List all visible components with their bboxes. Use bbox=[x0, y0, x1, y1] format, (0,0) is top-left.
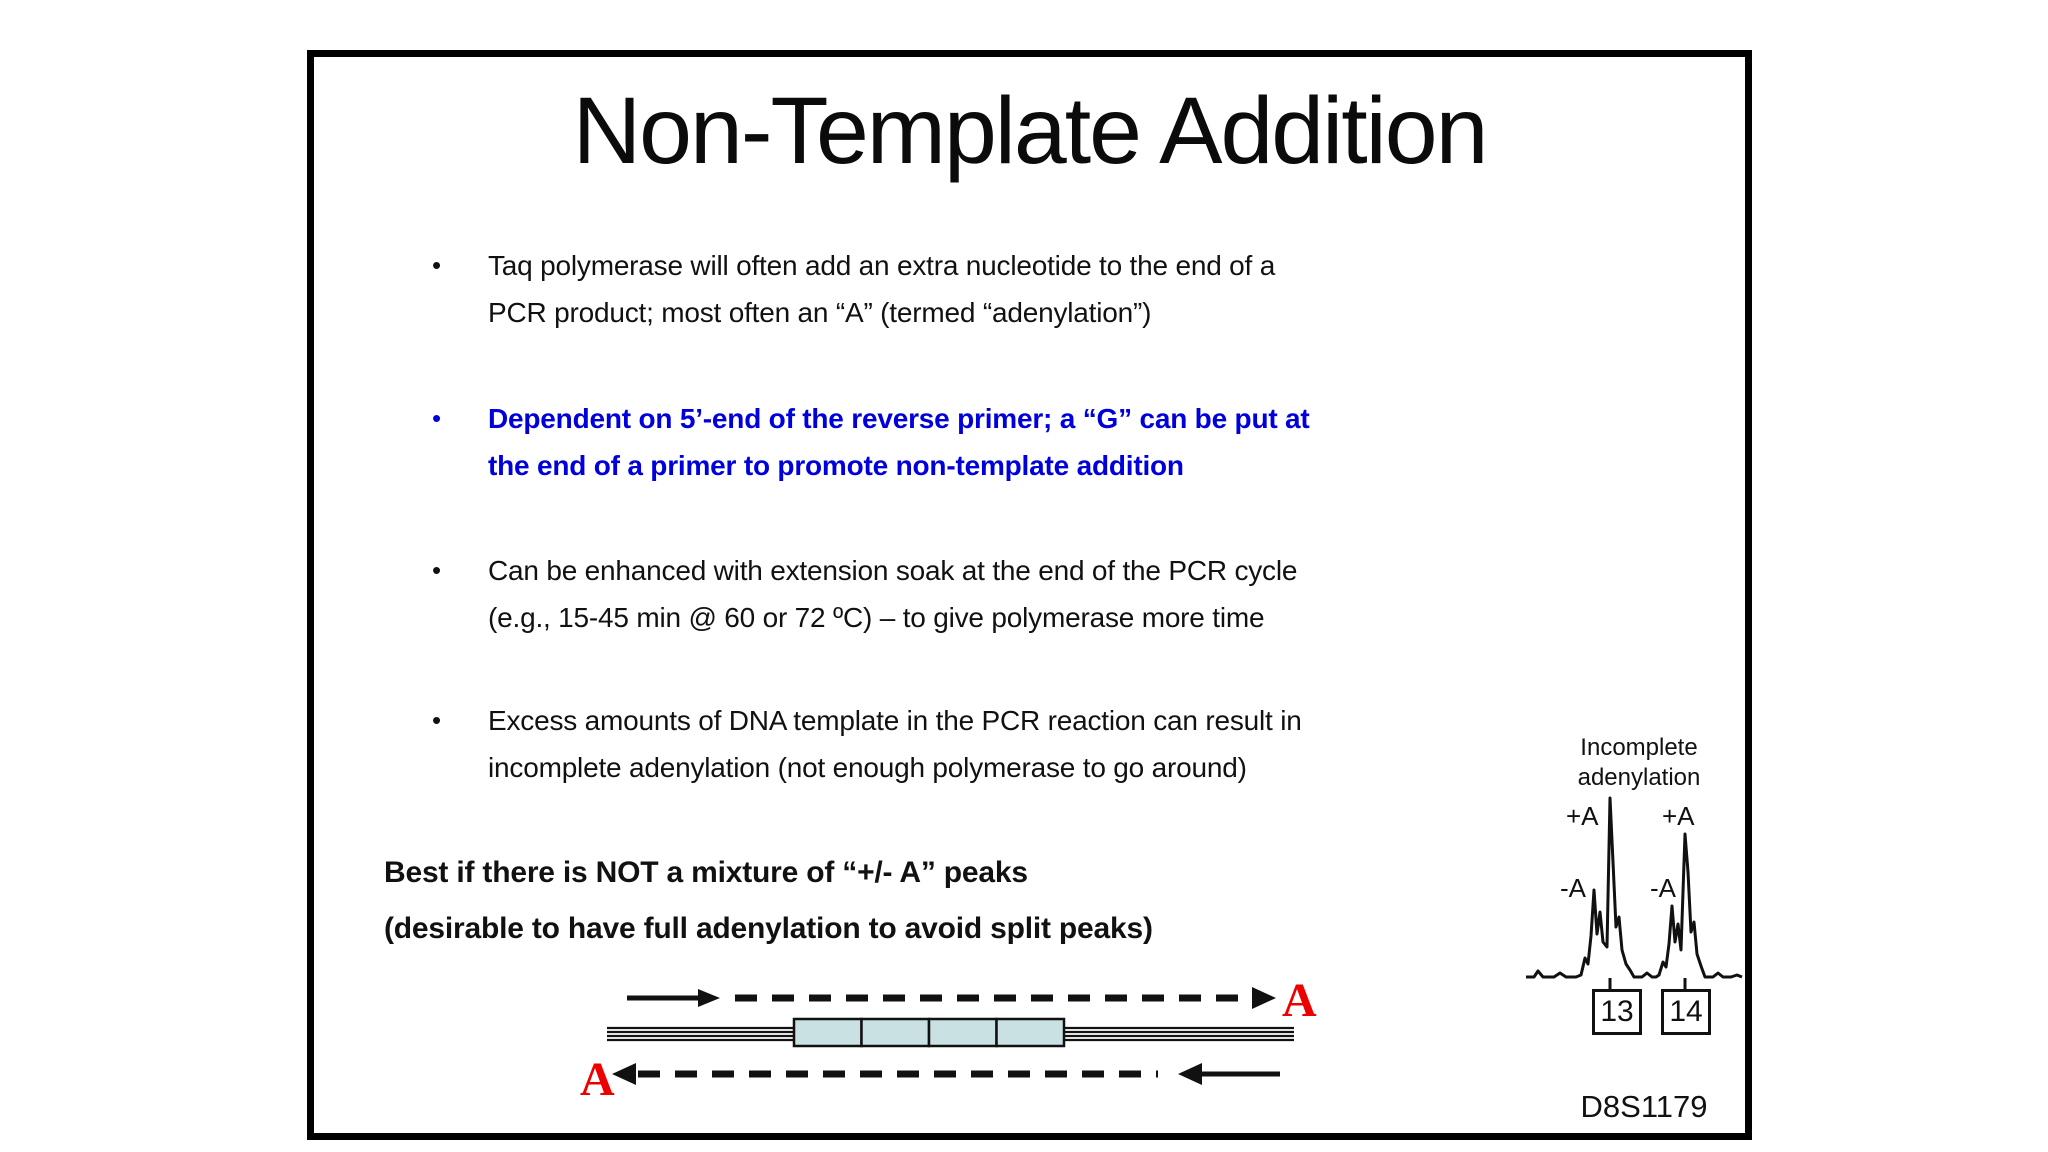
bullet-extension-soak: • Can be enhanced with extension soak at… bbox=[432, 547, 1297, 641]
minus-a-label-allele14: -A bbox=[1650, 873, 1676, 903]
reverse-adenine-label: A bbox=[580, 1053, 615, 1106]
bullet-line: Taq polymerase will often add an extra n… bbox=[488, 250, 1276, 281]
bullet-marker: • bbox=[432, 250, 442, 280]
forward-extension-arrowhead-icon bbox=[1252, 987, 1276, 1009]
bullet-text: Dependent on 5’-end of the reverse prime… bbox=[488, 395, 1310, 489]
electropherogram-trace bbox=[1526, 796, 1743, 989]
bullet-marker: • bbox=[432, 555, 442, 585]
bullet-line: Dependent on 5’-end of the reverse prime… bbox=[488, 403, 1310, 434]
callout-best-practice: Best if there is NOT a mixture of “+/- A… bbox=[384, 845, 1153, 957]
slide-title: Non-Template Addition bbox=[572, 78, 1489, 184]
bullet-text: Taq polymerase will often add an extra n… bbox=[488, 242, 1275, 336]
trace-line bbox=[1526, 796, 1743, 979]
bullet-text: Excess amounts of DNA template in the PC… bbox=[488, 697, 1302, 791]
repeat-box bbox=[792, 1017, 863, 1048]
bullet-marker: • bbox=[432, 403, 442, 433]
incomplete-adenylation-caption: Incomplete adenylation bbox=[1577, 734, 1701, 791]
pcr-adenylation-diagram: A A bbox=[580, 982, 1317, 1106]
bullet-marker: • bbox=[432, 705, 442, 735]
allele-box-14: 14 bbox=[1661, 989, 1711, 1035]
minus-a-label-allele13: -A bbox=[1560, 873, 1586, 903]
str-repeat-boxes bbox=[792, 1017, 1066, 1048]
plus-a-label-allele13: +A bbox=[1566, 801, 1599, 831]
bullet-taq-polymerase: • Taq polymerase will often add an extra… bbox=[432, 242, 1275, 336]
callout-line: (desirable to have full adenylation to a… bbox=[384, 912, 1153, 945]
bullet-text: Can be enhanced with extension soak at t… bbox=[488, 547, 1297, 641]
bullet-line: Excess amounts of DNA template in the PC… bbox=[488, 705, 1302, 736]
reverse-primer-arrowhead-icon bbox=[1178, 1063, 1202, 1085]
bullet-line: incomplete adenylation (not enough polym… bbox=[488, 752, 1247, 783]
forward-primer-arrowhead-icon bbox=[698, 989, 720, 1007]
bullet-excess-template: • Excess amounts of DNA template in the … bbox=[432, 697, 1302, 791]
slide: Non-Template Addition • Taq polymerase w… bbox=[307, 50, 1752, 1140]
bullet-line: (e.g., 15-45 min @ 60 or 72 ºC) – to giv… bbox=[488, 602, 1265, 633]
repeat-box bbox=[860, 1017, 931, 1048]
plus-a-label-allele14: +A bbox=[1662, 801, 1695, 831]
allele-box-13: 13 bbox=[1592, 989, 1642, 1035]
bullet-line: the end of a primer to promote non-templ… bbox=[488, 450, 1184, 481]
reverse-extension-arrowhead-icon bbox=[612, 1063, 636, 1085]
repeat-box bbox=[995, 1017, 1066, 1048]
repeat-box bbox=[927, 1017, 998, 1048]
bullet-reverse-primer: • Dependent on 5’-end of the reverse pri… bbox=[432, 395, 1310, 489]
callout-line: Best if there is NOT a mixture of “+/- A… bbox=[384, 856, 1028, 889]
bullet-line: Can be enhanced with extension soak at t… bbox=[488, 555, 1298, 586]
bullet-line: PCR product; most often an “A” (termed “… bbox=[488, 297, 1152, 328]
forward-adenine-label: A bbox=[1282, 982, 1317, 1027]
locus-marker-label: D8S1179 bbox=[1580, 1089, 1708, 1124]
